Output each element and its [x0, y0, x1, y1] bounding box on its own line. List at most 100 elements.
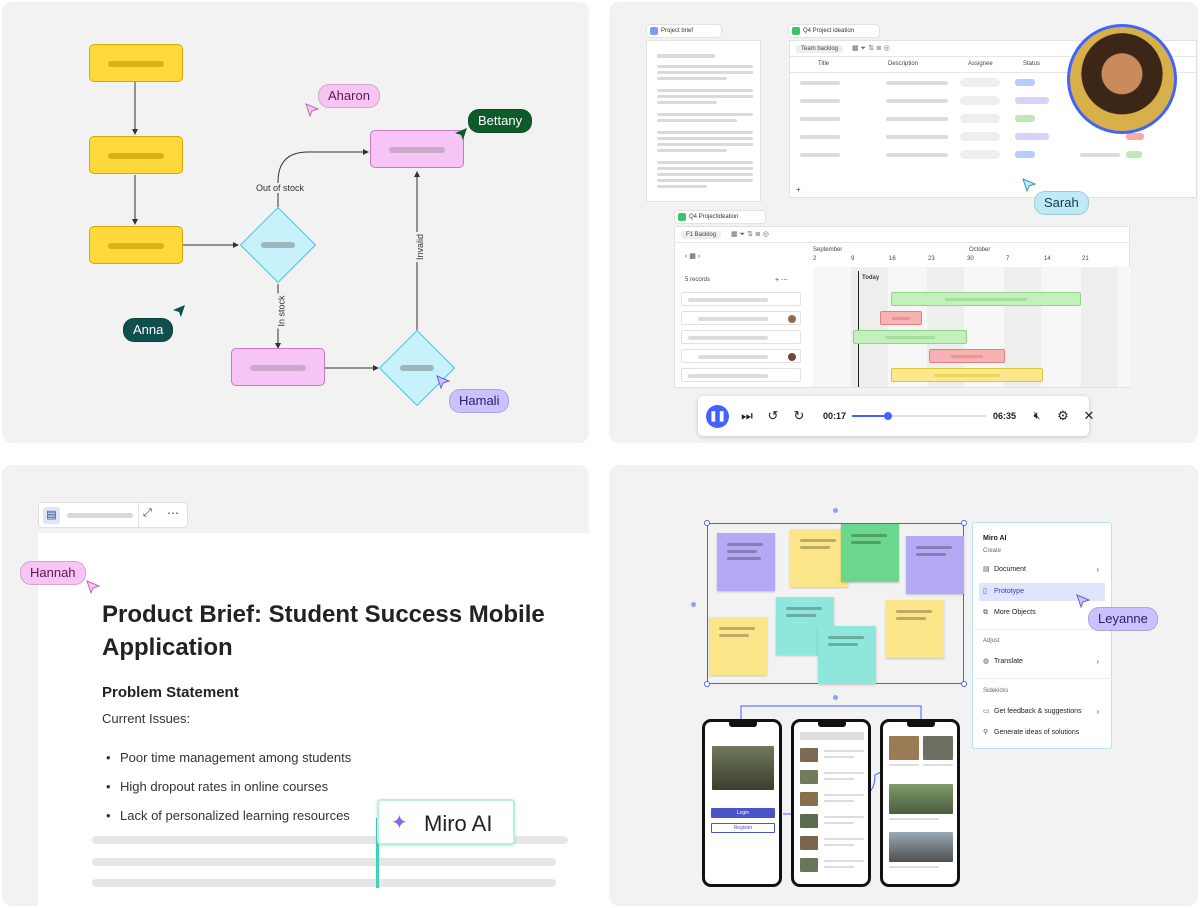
- menu-item-ideas[interactable]: ⚲Generate ideas of solutions: [979, 724, 1105, 742]
- pause-button[interactable]: ❚❚: [706, 405, 729, 428]
- flow-step-pink-top[interactable]: [370, 130, 464, 168]
- record-row-2[interactable]: [681, 311, 801, 325]
- mute-icon[interactable]: 🔇︎: [1033, 410, 1041, 422]
- col-title[interactable]: Title: [818, 61, 830, 67]
- cursor-leyanne-pointer-icon: [1076, 594, 1090, 608]
- bullet-item-1: Poor time management among students: [106, 750, 351, 765]
- progress-fill: [852, 415, 889, 417]
- skip-next-button[interactable]: ⏭: [741, 408, 753, 423]
- menu-item-more-objects[interactable]: ⧉More Objects: [979, 604, 1105, 622]
- sticky-note-purple-2[interactable]: [906, 536, 964, 594]
- timeline-tab[interactable]: Q4 Projectideation: [674, 210, 766, 224]
- selection-handle-tr[interactable]: [961, 520, 967, 526]
- forward-button[interactable]: ↻: [793, 408, 805, 423]
- gantt-bar-5[interactable]: [891, 368, 1043, 382]
- day-30: 30: [967, 256, 974, 262]
- document-icon: ▤: [983, 566, 990, 573]
- col-assignee[interactable]: Assignee: [968, 61, 993, 67]
- day-2: 2: [813, 256, 817, 262]
- problem-statement-heading: Problem Statement: [102, 684, 239, 701]
- record-row-1[interactable]: [681, 292, 801, 306]
- add-row-button[interactable]: +: [796, 185, 801, 194]
- project-ideation-table-tab[interactable]: Q4 Project ideation: [788, 24, 880, 38]
- day-23: 23: [928, 256, 935, 262]
- table-rows: [790, 73, 1198, 163]
- sticky-note-yellow-2[interactable]: [709, 617, 767, 675]
- total-time: 06:35: [993, 411, 1017, 421]
- progress-track[interactable]: [852, 412, 986, 420]
- selection-handle-br[interactable]: [961, 681, 967, 687]
- comment-icon: ▭: [983, 708, 990, 715]
- cursor-sarah: Sarah: [1034, 191, 1089, 215]
- section-sidekicks: Sidekicks: [983, 688, 1009, 694]
- bullet-item-2: High dropout rates in online courses: [106, 779, 328, 794]
- cursor-hannah-pointer-icon: [86, 580, 100, 594]
- project-panel: Project brief Q4 Project ideation Team b…: [609, 2, 1198, 443]
- ai-menu-title: Miro AI: [983, 535, 1007, 542]
- gantt-bar-4[interactable]: [929, 349, 1005, 363]
- flow-step-pink-bottom[interactable]: [231, 348, 325, 386]
- project-brief-doc[interactable]: [646, 40, 761, 202]
- timeline-view[interactable]: F1 Backlog ▦ ⏷ ⇅ ≣ ◎ ‹ ▦ › September Oct…: [674, 226, 1131, 388]
- register-button[interactable]: Register: [711, 823, 775, 833]
- team-backlog-view[interactable]: Team backlog: [796, 45, 844, 53]
- edge-label-invalid: Invalid: [415, 231, 426, 263]
- house-image: [712, 746, 774, 790]
- day-7: 7: [1006, 256, 1010, 262]
- expand-icon[interactable]: ⤢: [143, 507, 152, 519]
- more-options-icon[interactable]: ⋯: [167, 506, 179, 520]
- sticky-note-yellow-1[interactable]: [790, 529, 848, 587]
- selection-dot-left: [691, 602, 696, 607]
- record-row-4[interactable]: [681, 349, 801, 363]
- section-adjust: Adjust: [983, 638, 1000, 644]
- phone-screen-list[interactable]: [791, 719, 871, 887]
- flow-step-2[interactable]: [89, 136, 183, 174]
- cursor-leyanne: Leyanne: [1088, 607, 1158, 631]
- timeline-grid: [813, 267, 1131, 387]
- record-row-3[interactable]: [681, 330, 801, 344]
- timeline-toolbar-icons[interactable]: ▦ ⏷ ⇅ ≣ ◎: [731, 231, 769, 238]
- document-icon[interactable]: ▤: [43, 507, 60, 524]
- record-row-5[interactable]: [681, 368, 801, 382]
- project-brief-tab[interactable]: Project brief: [646, 24, 722, 38]
- progress-handle[interactable]: [884, 412, 893, 420]
- records-actions[interactable]: + ⋯: [775, 277, 789, 284]
- menu-item-prototype[interactable]: ▯Prototype: [979, 583, 1105, 601]
- gantt-bar-2[interactable]: [880, 311, 922, 325]
- day-16: 16: [889, 256, 896, 262]
- sticky-note-teal-2[interactable]: [818, 626, 876, 684]
- menu-item-translate[interactable]: ◍Translate›: [979, 653, 1105, 671]
- col-status[interactable]: Status: [1023, 61, 1041, 67]
- video-player-bar: ❚❚ ⏭ ↺ ↻ 00:17 06:35 🔇︎ ⚙ ✕: [698, 396, 1094, 436]
- phone-screen-login[interactable]: Login Register: [702, 719, 782, 887]
- close-icon[interactable]: ✕: [1083, 408, 1095, 423]
- gantt-bar-1[interactable]: [891, 292, 1081, 306]
- flow-step-1[interactable]: [89, 44, 183, 82]
- phone-screen-gallery[interactable]: [880, 719, 960, 887]
- selection-dot-bottom: [833, 695, 838, 700]
- sticky-note-green-1[interactable]: [841, 524, 899, 582]
- cursor-sarah-pointer-icon: [1022, 178, 1036, 192]
- sticky-note-yellow-3[interactable]: [886, 600, 944, 658]
- records-count: 5 records: [685, 277, 711, 283]
- menu-item-document[interactable]: ▤Document›: [979, 561, 1105, 579]
- rewind-button[interactable]: ↺: [767, 408, 779, 423]
- settings-gear-icon[interactable]: ⚙: [1057, 408, 1069, 423]
- col-description[interactable]: Description: [888, 61, 919, 67]
- edge-label-in-stock: In stock: [276, 293, 287, 329]
- miro-ai-badge[interactable]: ✦ Miro AI: [377, 799, 515, 845]
- flow-step-3[interactable]: [89, 226, 183, 264]
- sticky-note-purple-1[interactable]: [717, 533, 775, 591]
- selection-handle-tl[interactable]: [704, 520, 710, 526]
- login-button[interactable]: Login: [711, 808, 775, 818]
- video-avatar-sarah[interactable]: [1067, 24, 1177, 134]
- flowchart-panel: Out of stock In stock Invalid Aharon Bet…: [2, 2, 589, 443]
- menu-item-feedback[interactable]: ▭Get feedback & suggestions›: [979, 703, 1105, 721]
- month-october: October: [969, 247, 991, 253]
- timeline-nav-icons[interactable]: ‹ ▦ ›: [685, 253, 701, 260]
- f1-backlog-view[interactable]: F1 Backlog: [681, 231, 722, 239]
- table-toolbar-icons[interactable]: ▦ ⏷ ⇅ ≣ ◎: [852, 45, 890, 52]
- sparkle-icon: ✦: [391, 812, 408, 834]
- selection-handle-bl[interactable]: [704, 681, 710, 687]
- gantt-bar-3[interactable]: [853, 330, 967, 344]
